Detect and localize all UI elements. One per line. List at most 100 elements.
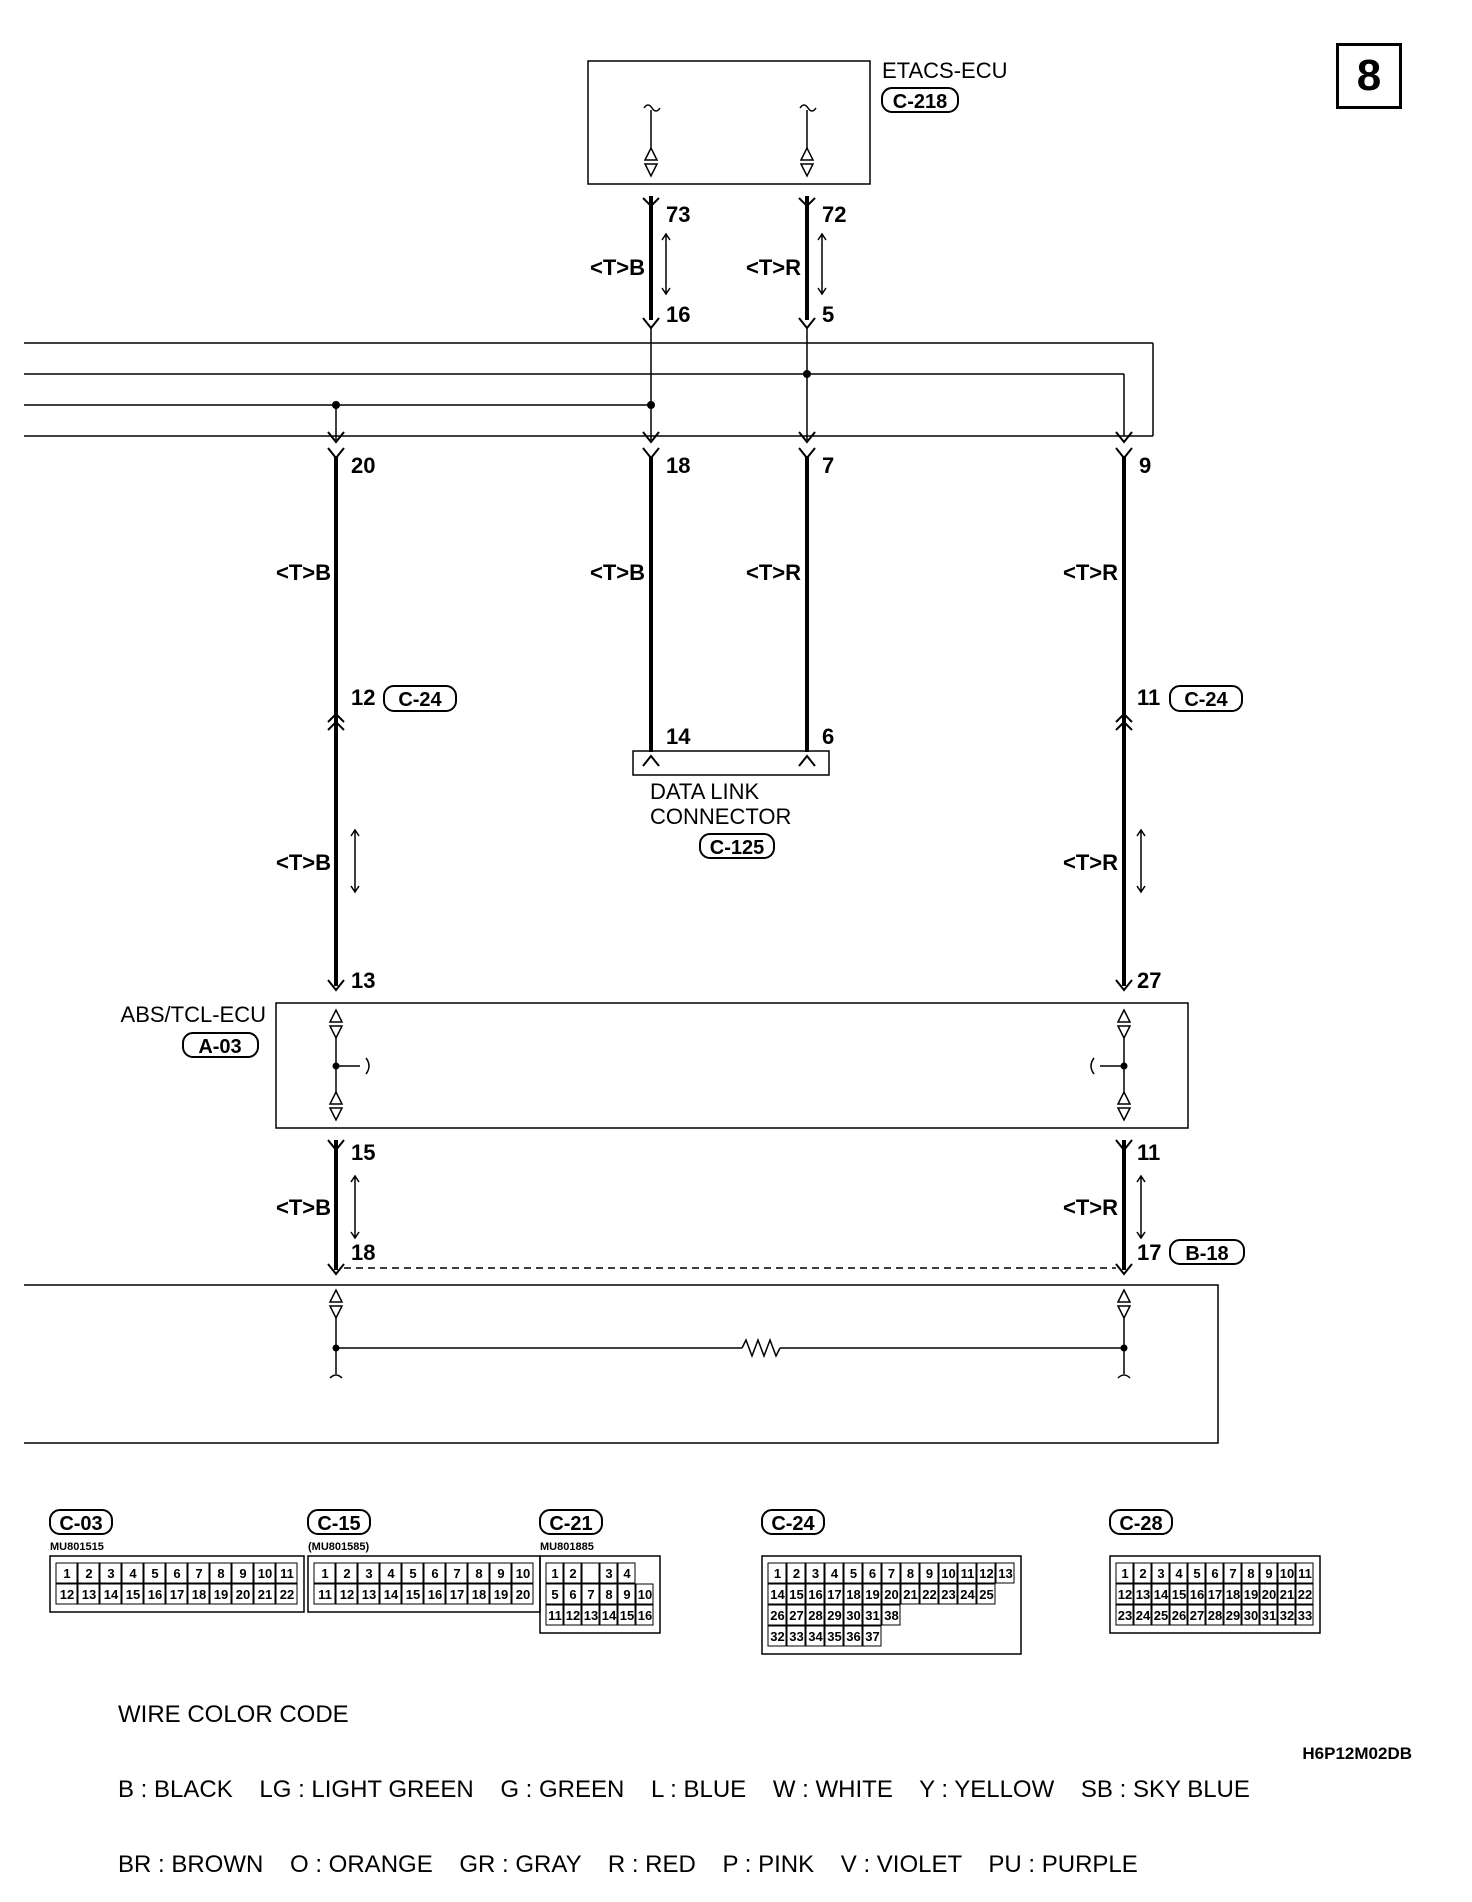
wire-color-label: <T>B	[590, 560, 645, 585]
connector-cavity	[209, 1562, 232, 1584]
wire-color-label: <T>R	[746, 560, 801, 585]
cavity-number: 13	[998, 1566, 1012, 1581]
signal-arrow-icon	[328, 1288, 344, 1320]
connector-cavity	[1133, 1562, 1152, 1584]
cavity-number: 6	[1211, 1566, 1218, 1581]
connector-cavity	[77, 1583, 100, 1605]
cavity-number: 10	[516, 1566, 530, 1581]
pin-label: 18	[666, 453, 690, 478]
cavity-number: 28	[808, 1608, 822, 1623]
connector-part-number: (MU801585)	[308, 1541, 369, 1553]
connector-cavity	[165, 1562, 188, 1584]
connector-cavity	[617, 1562, 636, 1584]
connector-cavity	[187, 1562, 210, 1584]
cavity-number: 18	[1226, 1587, 1240, 1602]
connector-view-id: C-15	[317, 1513, 360, 1535]
connector-view-id: C-21	[549, 1513, 592, 1535]
connector-cavity	[824, 1604, 844, 1626]
etacs-connector-id: C-218	[893, 91, 947, 113]
cavity-number: 16	[148, 1587, 162, 1602]
wire-color-legend: WIRE COLOR CODE B : BLACK LG : LIGHT GRE…	[118, 1652, 1250, 1902]
cavity-number: 24	[960, 1587, 975, 1602]
connector-cavity	[563, 1583, 582, 1605]
wire-color-label: <T>R	[1063, 560, 1118, 585]
cavity-number: 32	[1280, 1608, 1294, 1623]
connector-cavity	[862, 1583, 882, 1605]
connector-cavity	[843, 1604, 863, 1626]
connector-id: B-18	[1185, 1243, 1228, 1265]
cavity-number: 4	[129, 1566, 137, 1581]
connector-cavity	[209, 1583, 232, 1605]
cavity-number: 4	[1175, 1566, 1183, 1581]
connector-cavity	[919, 1562, 939, 1584]
connector-view-badge	[539, 1509, 603, 1535]
connector-cavity	[599, 1583, 618, 1605]
cavity-number: 15	[620, 1608, 634, 1623]
connector-cavity	[55, 1562, 78, 1584]
cavity-number: 7	[1229, 1566, 1236, 1581]
connector-cavity	[938, 1583, 958, 1605]
cavity-number: 2	[793, 1566, 800, 1581]
connector-cavity	[786, 1562, 806, 1584]
bidirectional-arrow-icon	[350, 1174, 360, 1240]
cavity-number: 38	[884, 1608, 898, 1623]
cavity-number: 5	[850, 1566, 857, 1581]
cavity-number: 9	[926, 1566, 933, 1581]
cavity-number: 19	[865, 1587, 879, 1602]
connector-cavity	[1277, 1583, 1296, 1605]
cavity-number: 5	[409, 1566, 416, 1581]
data-link-label-line1: DATA LINK	[650, 779, 760, 804]
cavity-number: 10	[258, 1566, 272, 1581]
connector-cavity	[231, 1562, 254, 1584]
connector-cavity	[187, 1583, 210, 1605]
cavity-number: 2	[1139, 1566, 1146, 1581]
connector-cavity	[1115, 1562, 1134, 1584]
cavity-number: 15	[1172, 1587, 1186, 1602]
connector-cavity	[635, 1604, 654, 1626]
connector-cavity	[1115, 1604, 1134, 1626]
connector-cavity	[423, 1562, 446, 1584]
connector-cavity	[1277, 1604, 1296, 1626]
pin-label: 13	[351, 968, 375, 993]
connector-cavity	[545, 1583, 564, 1605]
data-link-connector-box	[632, 750, 830, 776]
wave-symbol	[643, 104, 661, 112]
cavity-number: 16	[808, 1587, 822, 1602]
wave-symbol	[799, 104, 817, 112]
lower-component-box	[24, 1284, 1219, 1444]
wire-color-label: <T>R	[1063, 850, 1118, 875]
cavity-number: 30	[846, 1608, 860, 1623]
cavity-number: 6	[869, 1566, 876, 1581]
wave-symbol	[329, 1374, 343, 1379]
connector-cavity	[824, 1625, 844, 1647]
connector-cavity	[881, 1562, 901, 1584]
cavity-number: 14	[384, 1587, 399, 1602]
connector-cavity	[767, 1583, 787, 1605]
signal-arrow-icon	[1116, 1090, 1132, 1122]
abs-ecu-label: ABS/TCL-ECU	[121, 1002, 266, 1027]
cavity-number: 20	[516, 1587, 530, 1602]
pin-label: 17	[1137, 1240, 1161, 1265]
cavity-number: 10	[638, 1587, 652, 1602]
connector-cavity	[1205, 1562, 1224, 1584]
data-link-connector-id: C-125	[710, 837, 764, 859]
connector-view-badge	[49, 1509, 113, 1535]
connector-cavity	[1223, 1562, 1242, 1584]
connector-cavity	[1295, 1604, 1314, 1626]
connector-cavity	[253, 1562, 276, 1584]
cavity-number: 17	[170, 1587, 184, 1602]
connector-cavity	[467, 1562, 490, 1584]
cavity-number: 25	[979, 1587, 993, 1602]
junction-connector-icon	[1115, 712, 1133, 731]
connector-housing	[49, 1555, 305, 1613]
bidirectional-arrow-icon	[661, 232, 671, 296]
connector-badge	[1169, 685, 1243, 712]
cavity-number: 8	[475, 1566, 482, 1581]
cavity-number: 23	[1118, 1608, 1132, 1623]
cavity-number: 10	[1280, 1566, 1294, 1581]
pin-label: 9	[1139, 453, 1151, 478]
pin-label: 72	[822, 202, 846, 227]
cavity-number: 27	[789, 1608, 803, 1623]
